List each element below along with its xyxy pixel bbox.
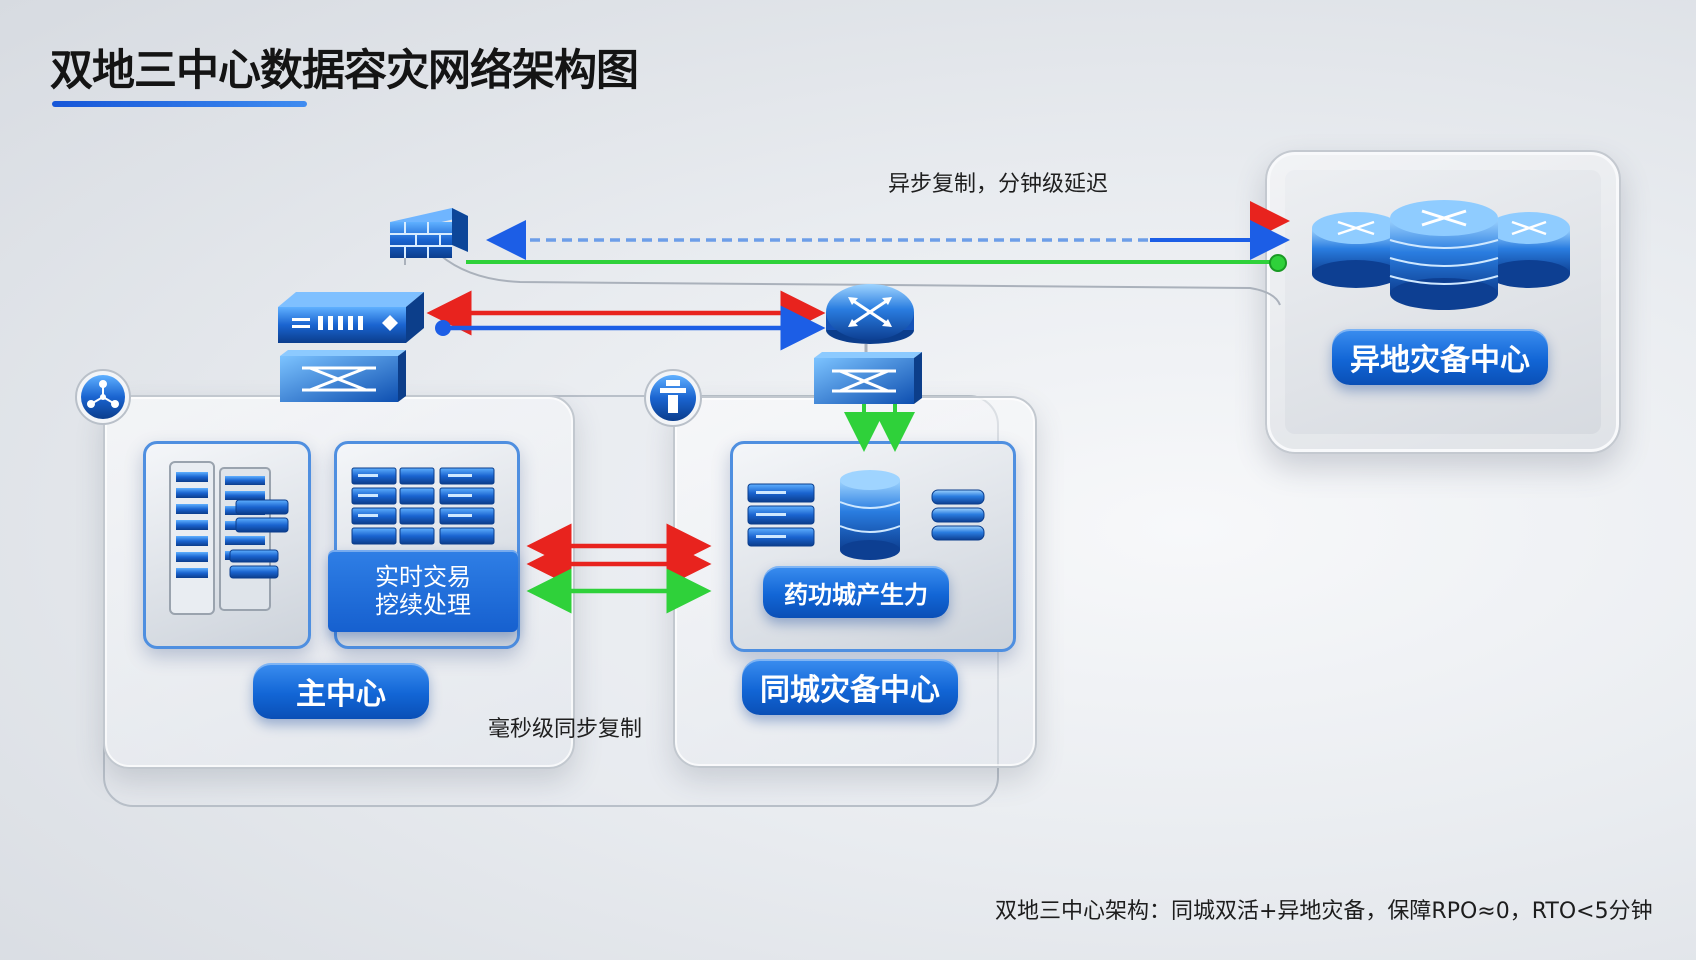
async-replication-caption: 异步复制，分钟级延迟: [888, 172, 1109, 197]
inter-center-links: [426, 290, 826, 351]
router-icon: [826, 284, 914, 344]
footer-note: 双地三中心架构：同城双活+异地灾备，保障RPO≈0，RTO<5分钟: [995, 899, 1653, 924]
async-replication-links: [466, 201, 1290, 272]
database-icon: [839, 470, 901, 560]
main-center-label: 主中心: [253, 663, 429, 719]
same-city-production-label: 药功城产生力: [763, 566, 949, 618]
realtime-line-2: 挖续处理: [375, 591, 471, 619]
remote-router-stack-icon: [1312, 200, 1570, 310]
realtime-line-1: 实时交易: [375, 563, 471, 591]
title-underline: [52, 101, 307, 107]
page-title: 双地三中心数据容灾网络架构图: [50, 46, 639, 96]
sync-replication-links: [526, 523, 712, 614]
main-switch-icon: [280, 350, 406, 402]
same-city-switch-icon: [814, 352, 922, 404]
remote-center-label: 异地灾备中心: [1332, 329, 1548, 385]
storage-stack-icon: [931, 489, 985, 541]
realtime-processing-label: 实时交易 挖续处理: [328, 550, 518, 632]
load-balancer-icon: [278, 292, 424, 343]
cluster-node-icon: [75, 369, 131, 425]
sync-replication-caption: 毫秒级同步复制: [488, 717, 643, 742]
firewall-icon: [390, 208, 468, 258]
datacenter-badge-icon: [644, 369, 702, 427]
rack-server-icon: [169, 461, 289, 615]
same-city-center-label: 同城灾备中心: [742, 659, 958, 715]
blade-server-icon: [351, 467, 495, 545]
same-city-server-icon: [747, 483, 815, 547]
